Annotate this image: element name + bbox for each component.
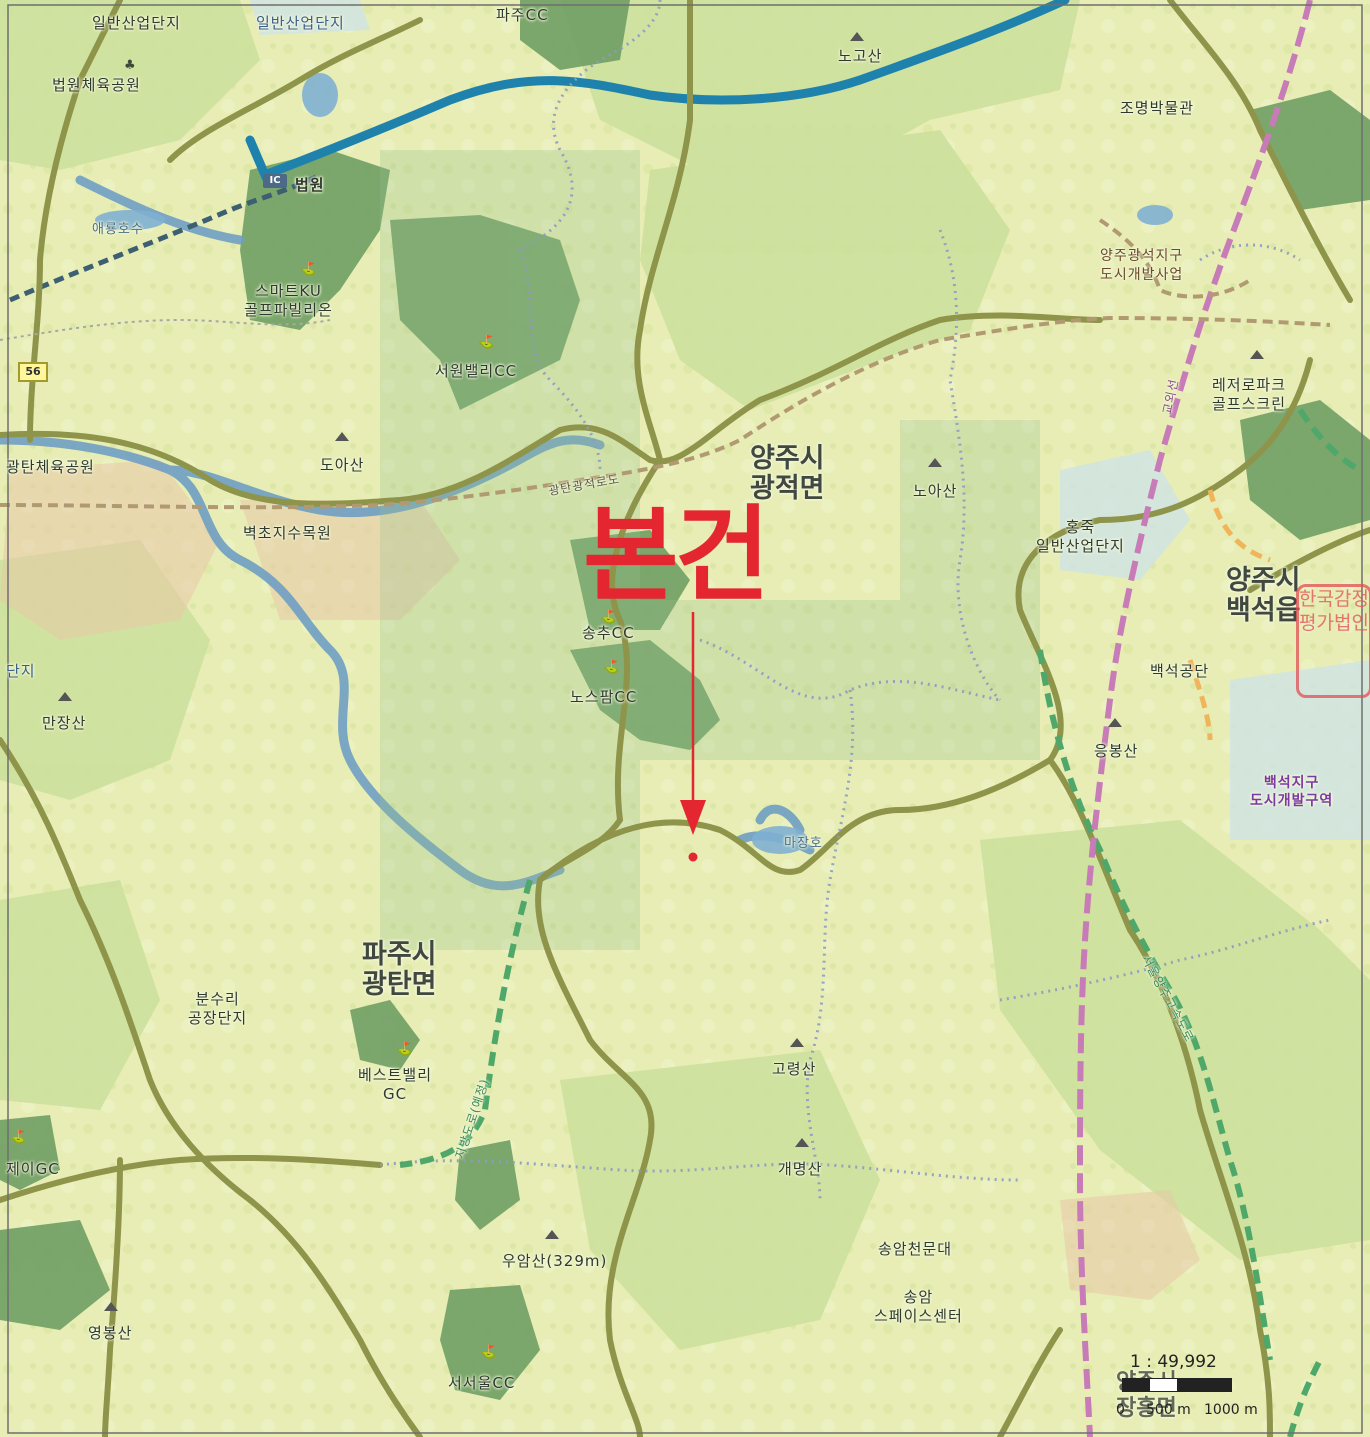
golf-flag-icon: ⛳ bbox=[480, 1345, 497, 1360]
planned-roads bbox=[399, 408, 1362, 1437]
watermark bbox=[380, 150, 1040, 950]
map-frame bbox=[7, 4, 1363, 1434]
mountain-icon bbox=[850, 32, 864, 41]
golf-flag-icon: ⛳ bbox=[10, 1130, 27, 1145]
label-eungbong: 응봉산 bbox=[1094, 742, 1139, 760]
label-songam-space: 송암 스페이스센터 bbox=[874, 1288, 963, 1325]
label-dan: 단지 bbox=[6, 662, 36, 680]
mountain-icon bbox=[58, 692, 72, 701]
label-baekseok-gongdan: 백석공단 bbox=[1150, 662, 1210, 680]
label-paju-cc: 파주CC bbox=[496, 6, 549, 24]
mountain-icon bbox=[795, 1138, 809, 1147]
label-aeryong: 애룡호수 bbox=[92, 222, 144, 237]
mountain-icon bbox=[928, 458, 942, 467]
scale-tick-1000: 1000 m bbox=[1204, 1402, 1258, 1418]
label-yangju-baekseok: 양주시 백석읍 bbox=[1226, 565, 1301, 626]
golf-flag-icon: ⛳ bbox=[603, 660, 620, 675]
label-noseupam-cc: 노스팜CC bbox=[570, 688, 638, 706]
golf-flag-icon: ⛳ bbox=[478, 335, 495, 350]
label-best-valley: 베스트밸리 GC bbox=[358, 1066, 433, 1103]
dashed-road-orange bbox=[1187, 489, 1271, 741]
subject-property-label: 본건 bbox=[583, 494, 770, 616]
railway bbox=[9, 172, 322, 303]
park-icon: ♣ bbox=[124, 58, 136, 73]
industrial-zones bbox=[250, 0, 1370, 840]
mountain-icon bbox=[790, 1038, 804, 1047]
label-doa: 도아산 bbox=[320, 456, 365, 474]
label-beobwon: 법원 bbox=[295, 176, 325, 194]
label-noa: 노아산 bbox=[913, 482, 958, 500]
mountain-icon bbox=[1250, 350, 1264, 359]
label-uam: 우암산(329m) bbox=[502, 1252, 608, 1270]
golf-flag-icon: ⛳ bbox=[396, 1042, 413, 1057]
mountain-icon bbox=[545, 1230, 559, 1239]
label-goryeong: 고령산 bbox=[772, 1060, 817, 1078]
scale-tick-500: 500 m bbox=[1146, 1402, 1191, 1418]
rail-line bbox=[1076, 0, 1313, 1437]
label-yangju-gwangjeok: 양주시 광적면 bbox=[750, 443, 825, 504]
dashed-road-brown bbox=[0, 218, 1331, 510]
forest-dark bbox=[0, 0, 1370, 1400]
label-heungjuk: 홍죽 일반산업단지 bbox=[1036, 518, 1125, 555]
subject-arrow bbox=[680, 612, 706, 862]
label-jomyeong-museum: 조명박물관 bbox=[1120, 99, 1195, 117]
label-gwangtan-park: 광탄체육공원 bbox=[6, 458, 95, 476]
boundaries bbox=[379, 0, 1331, 1201]
expressway bbox=[245, 0, 1070, 181]
scale-tick-0: 0 bbox=[1116, 1402, 1125, 1418]
label-baekseok-jigu: 백석지구 도시개발구역 bbox=[1250, 775, 1334, 809]
label-bunsuri: 분수리 공장단지 bbox=[188, 990, 248, 1027]
golf-flag-icon: ⛳ bbox=[300, 262, 317, 277]
mountain-icon bbox=[104, 1302, 118, 1311]
label-nogo: 노고산 bbox=[838, 47, 883, 65]
scale-bar-graphic bbox=[1122, 1378, 1232, 1392]
scale-bar: 1 : 49,992 0 500 m 1000 m bbox=[1116, 1352, 1266, 1432]
label-songam-observatory: 송암천문대 bbox=[878, 1240, 953, 1258]
label-majang-lake: 마장호 bbox=[784, 836, 823, 851]
label-seowon-cc: 서원밸리CC bbox=[435, 362, 518, 380]
label-paju-gwangtan: 파주시 광탄면 bbox=[362, 939, 437, 1000]
label-beobwon-park: 법원체육공원 bbox=[52, 76, 141, 94]
appraisal-seal-stamp: 한국감정평가법인 bbox=[1296, 584, 1370, 698]
label-baekchochi: 벽초지수목원 bbox=[243, 524, 332, 542]
label-seoseoul-cc: 서서울CC bbox=[448, 1374, 516, 1392]
golf-flag-icon: ⛳ bbox=[600, 610, 617, 625]
mountain-icon bbox=[335, 432, 349, 441]
label-jei-gc: 제이GC bbox=[6, 1160, 60, 1178]
label-songchu-cc: 송추CC bbox=[582, 624, 635, 642]
route-56-shield: 56 bbox=[18, 362, 48, 382]
label-manjang: 만장산 bbox=[42, 714, 87, 732]
label-gaemyeong: 개명산 bbox=[778, 1160, 823, 1178]
label-yangju-gwangseok: 양주광석지구 도시개발사업 bbox=[1100, 248, 1184, 283]
scale-ratio: 1 : 49,992 bbox=[1130, 1352, 1217, 1372]
label-smart-ku: 스마트KU 골프파빌리온 bbox=[244, 282, 333, 319]
label-yeongbong: 영봉산 bbox=[88, 1324, 133, 1342]
mountain-icon bbox=[1108, 718, 1122, 727]
interchange-badge: IC bbox=[263, 174, 287, 188]
seal-text: 한국감정평가법인 bbox=[1299, 588, 1369, 634]
label-ilbansan-top2: 일반산업단지 bbox=[256, 14, 345, 32]
label-leisure-park: 레저로파크 골프스크린 bbox=[1212, 376, 1287, 413]
lakes bbox=[95, 73, 1173, 854]
label-ilbansan-top: 일반산업단지 bbox=[92, 14, 181, 32]
